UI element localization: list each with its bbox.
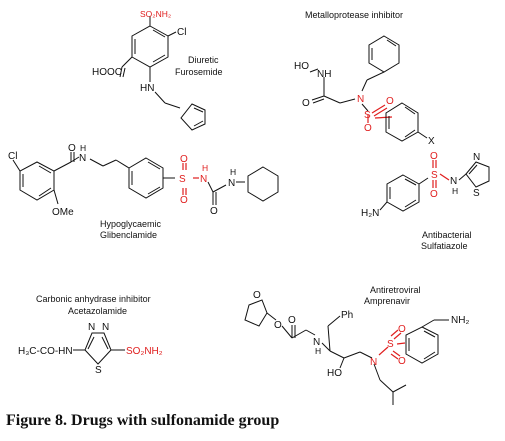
metalloprotease-ho-label: HO <box>294 61 309 72</box>
acetazolamide-name: Acetazolamide <box>68 306 127 316</box>
glibenclamide-o-urea-label: O <box>210 206 218 217</box>
furosemide-cooh-label: HOOC <box>92 67 122 78</box>
sulfatiazole-class: Antibacterial <box>422 230 472 240</box>
amprenavir-ph-label: Ph <box>341 310 353 321</box>
sulfatiazole-name: Sulfatiazole <box>421 241 468 251</box>
glibenclamide-s-label: S <box>179 174 186 185</box>
furosemide-class: Diuretic <box>188 55 219 65</box>
amprenavir-nh-label: N <box>313 337 320 348</box>
amprenavir-o-carbonyl-label: O <box>288 315 296 326</box>
metalloprotease-structure: Metalloprotease inhibitor HO NH O N S O … <box>294 10 435 147</box>
sulfatiazole-s-label: S <box>431 170 438 181</box>
sulfatiazole-s-ring-label: S <box>473 188 480 199</box>
furosemide-so2nh2-label: SO₂NH₂ <box>140 9 171 19</box>
glibenclamide-name: Glibenclamide <box>100 230 157 240</box>
glibenclamide-nh1-label: N <box>200 174 207 185</box>
acetazolamide-class: Carbonic anhydrase inhibitor <box>36 294 151 304</box>
acetazolamide-n1-label: N <box>88 322 95 333</box>
glibenclamide-o-sulfonyl2-label: O <box>180 195 188 206</box>
sulfatiazole-structure: H₂N S O O N H N S Antibacterial Sulfatia… <box>361 151 490 251</box>
furosemide-cl-label: Cl <box>177 27 186 38</box>
glibenclamide-cl-label: Cl <box>8 151 17 162</box>
glibenclamide-h2-label: H <box>230 167 236 177</box>
furosemide-structure: SO₂NH₂ Cl HOOC HN Diuretic Furosemide <box>92 9 223 131</box>
furosemide-hn-label: HN <box>140 83 154 94</box>
metalloprotease-x-label: X <box>428 136 435 147</box>
metalloprotease-class: Metalloprotease inhibitor <box>305 10 403 20</box>
metalloprotease-o-sulfonyl2-label: O <box>364 123 372 134</box>
glibenclamide-h-label: H <box>80 143 86 153</box>
glibenclamide-nh2-label: N <box>228 178 235 189</box>
amprenavir-n-label: N <box>370 357 377 368</box>
amprenavir-nh2-label: NH₂ <box>451 315 469 326</box>
sulfatiazole-o1-label: O <box>430 151 438 162</box>
amprenavir-o-ring-label: O <box>253 290 261 301</box>
acetazolamide-acyl-label: H₃C-CO-HN <box>18 346 73 357</box>
amprenavir-o2-label: O <box>398 356 406 367</box>
metalloprotease-nh-label: NH <box>317 69 331 80</box>
figure-caption: Figure 8. Drugs with sulfonamide group <box>6 412 280 429</box>
sulfatiazole-o2-label: O <box>430 189 438 200</box>
sulfatiazole-h2n-label: H₂N <box>361 208 379 219</box>
acetazolamide-so2nh2-label: SO₂NH₂ <box>126 346 163 357</box>
furosemide-name: Furosemide <box>175 67 223 77</box>
acetazolamide-s-label: S <box>95 365 102 376</box>
glibenclamide-structure: Cl H N O OMe S O O N H N H O Hypoglycaem… <box>8 143 279 240</box>
amprenavir-structure: Antiretroviral Amprenavir O O O <box>244 285 469 405</box>
amprenavir-ho-label: HO <box>327 368 342 379</box>
amprenavir-name: Amprenavir <box>364 296 410 306</box>
metalloprotease-o-sulfonyl1-label: O <box>386 96 394 107</box>
sulfatiazole-h-label: H <box>452 186 458 196</box>
glibenclamide-class: Hypoglycaemic <box>100 219 162 229</box>
metalloprotease-s-label: S <box>364 110 371 121</box>
acetazolamide-structure: Carbonic anhydrase inhibitor Acetazolami… <box>18 294 163 376</box>
metalloprotease-n-label: N <box>357 94 364 105</box>
metalloprotease-o-carbonyl-label: O <box>302 98 310 109</box>
sulfatiazole-n-ring-label: N <box>473 152 480 163</box>
amprenavir-h-label: H <box>315 346 321 356</box>
glibenclamide-n-label: N <box>79 153 86 164</box>
glibenclamide-o-sulfonyl1-label: O <box>180 154 188 165</box>
sulfatiazole-n-label: N <box>450 176 457 187</box>
amprenavir-class: Antiretroviral <box>370 285 421 295</box>
glibenclamide-ome-label: OMe <box>52 207 74 218</box>
acetazolamide-n2-label: N <box>102 322 109 333</box>
glibenclamide-h1-label: H <box>202 163 208 173</box>
amprenavir-o-ester-label: O <box>274 320 282 331</box>
glibenclamide-o-label: O <box>68 143 76 154</box>
amprenavir-s-label: S <box>387 339 394 350</box>
amprenavir-o1-label: O <box>398 324 406 335</box>
